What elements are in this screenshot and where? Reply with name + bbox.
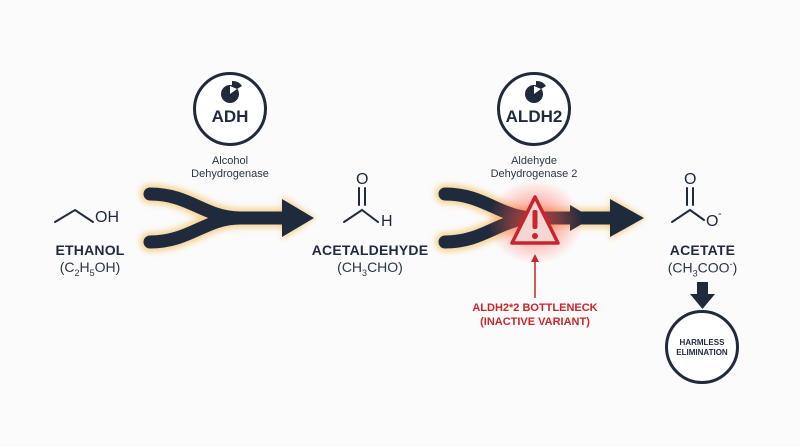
- acetate-o-label: O: [684, 171, 697, 188]
- acetate-charge-label: -: [718, 208, 722, 220]
- compound-acetate-name: ACETATE: [669, 242, 736, 258]
- compound-acetaldehyde-formula: (CH3CHO): [337, 259, 403, 278]
- elimination-label-line2: ELIMINATION: [676, 348, 728, 357]
- compound-ethanol-formula: (C2H5OH): [59, 259, 121, 278]
- bottleneck-pointer: [531, 254, 539, 298]
- enzyme-adh-label: ADH: [211, 107, 249, 126]
- elimination-label-line1: HARMLESS: [679, 338, 725, 347]
- acetaldehyde-structure: [343, 187, 379, 223]
- elimination-down-arrow: [690, 282, 715, 309]
- pie-icon: [221, 80, 242, 103]
- acetaldehyde-o-label: O: [356, 171, 369, 188]
- acetate-o-minus-label: O: [706, 213, 719, 230]
- enzyme-adh-name-line1: Alcohol: [211, 155, 249, 167]
- enzyme-aldh2-label: ALDH2: [505, 107, 563, 126]
- enzyme-aldh2-name-line1: Aldehyde: [511, 155, 557, 167]
- acetate-structure: [671, 187, 705, 223]
- warning-triangle-icon: [487, 180, 583, 264]
- elimination-badge: [665, 310, 739, 384]
- compound-ethanol-name: ETHANOL: [55, 242, 125, 258]
- enzyme-adh-badge: [193, 72, 267, 146]
- compound-acetaldehyde-name: ACETALDEHYDE: [311, 242, 429, 258]
- pie-icon: [525, 80, 546, 103]
- bottleneck-label-line1: ALDH2*2 BOTTLENECK: [472, 302, 598, 314]
- acetaldehyde-h-label: H: [381, 213, 393, 230]
- enzyme-adh-name-line2: Dehydrogenase: [191, 168, 269, 180]
- reaction-arrow-adh: [140, 184, 316, 252]
- bottleneck-label-line2: (INACTIVE VARIANT): [480, 316, 590, 328]
- ethanol-oh-label: OH: [95, 209, 119, 226]
- enzyme-aldh2-badge: [497, 72, 571, 146]
- compound-acetate-formula: (CH3COO-): [667, 259, 738, 279]
- ethanol-structure: [54, 208, 94, 223]
- enzyme-aldh2-name-line2: Dehydrogenase 2: [490, 168, 578, 180]
